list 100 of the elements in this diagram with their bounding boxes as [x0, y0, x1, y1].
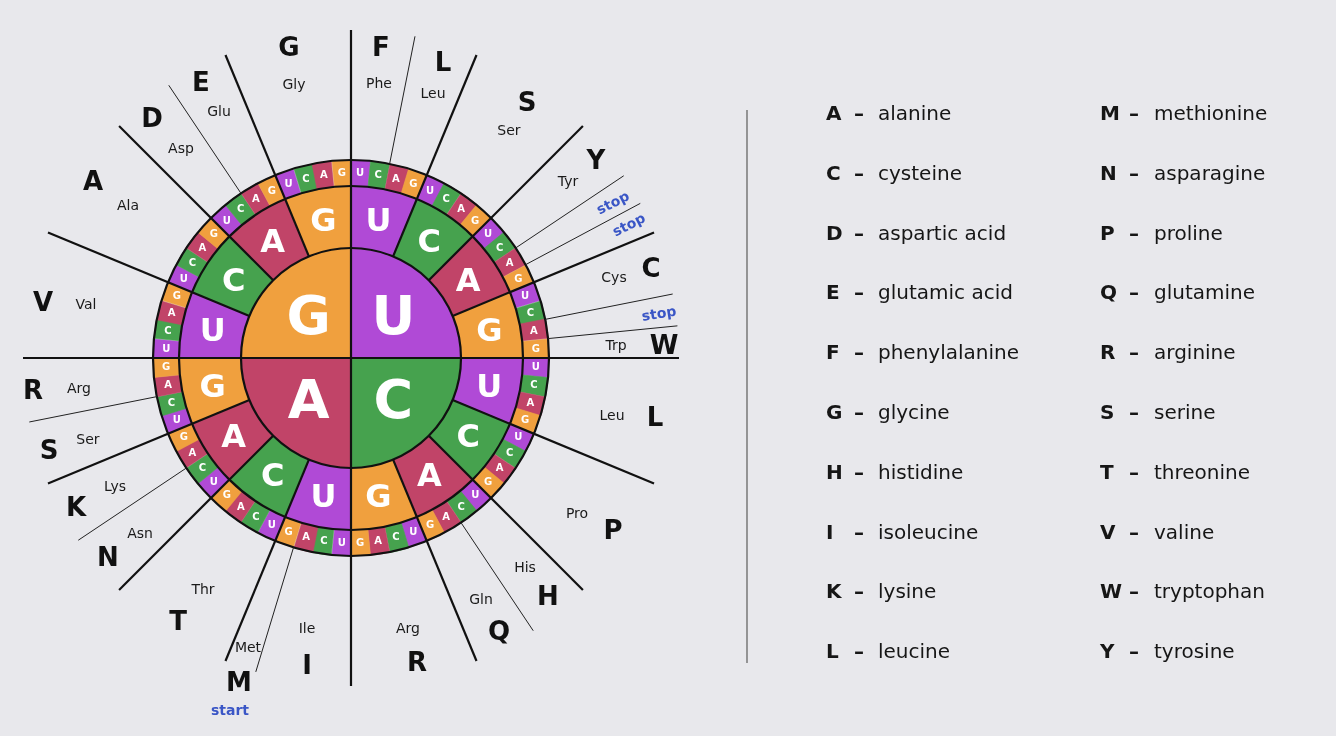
base-letter: A [442, 511, 450, 522]
amino-acid-abbreviation: Leu [599, 408, 625, 424]
key-letter: T [1100, 460, 1114, 483]
base-letter: A [505, 257, 514, 268]
amino-acid-abbreviation: Gly [282, 77, 306, 93]
base-letter: A [236, 501, 245, 512]
key-dash: – [854, 580, 864, 603]
base-letter: U [356, 168, 365, 179]
base-letter: A [526, 397, 535, 408]
key-dash: – [854, 102, 864, 124]
third-base-segment [519, 319, 549, 342]
base-letter: C [374, 170, 382, 180]
amino-acid-abbreviation: Leu [420, 86, 446, 102]
amino-acid-abbreviation: Tyr [557, 174, 579, 190]
base-letter: C [417, 224, 442, 257]
base-letter: U [476, 369, 503, 402]
amino-acid-name: aspartic acid [878, 221, 1007, 244]
key-letter: R [1100, 341, 1116, 364]
amino-acid-name: tryptophan [1154, 580, 1265, 603]
amino-acid-abbreviation: Asp [168, 141, 194, 157]
amino-acid-letter: G [278, 32, 300, 62]
base-letter: A [188, 448, 197, 459]
base-letter: G [425, 520, 435, 531]
amino-acid-letter: D [141, 103, 163, 133]
base-letter: U [284, 178, 293, 189]
base-letter: A [457, 204, 466, 215]
base-letter: U [199, 314, 226, 347]
amino-acid-abbreviation: Glu [207, 104, 231, 120]
amino-acid-name: serine [1154, 401, 1216, 423]
base-letter: U [162, 343, 171, 354]
base-letter: G [267, 185, 276, 196]
key-letter: M [1100, 102, 1120, 124]
base-letter: C [237, 204, 245, 215]
base-letter: C [260, 459, 285, 492]
amino-acid-letter: I [302, 650, 312, 680]
amino-acid-name: alanine [878, 102, 952, 124]
key-dash: – [854, 520, 864, 543]
base-letter: A [530, 325, 538, 336]
amino-acid-abbreviation: Met [234, 640, 262, 656]
amino-acid-abbreviation: Ser [497, 123, 521, 139]
codon-signal-label: start [210, 703, 250, 719]
key-dash: – [1129, 640, 1139, 663]
key-dash: – [854, 161, 864, 184]
key-dash: – [1129, 281, 1139, 304]
second-base-segment [452, 292, 523, 358]
key-letter: I [826, 520, 834, 543]
base-letter: C [373, 373, 414, 428]
base-letter: G [162, 362, 171, 373]
base-letter: G [365, 480, 392, 513]
amino-acid-name: cysteine [878, 161, 962, 184]
base-letter: A [260, 224, 286, 257]
base-letter: U [484, 228, 493, 239]
key-letter: Q [1100, 281, 1117, 304]
amino-acid-name: tyrosine [1154, 640, 1235, 663]
amino-acid-letter: A [82, 166, 104, 196]
amino-acid-letter: M [226, 667, 252, 697]
key-letter: G [826, 401, 843, 423]
key-dash: – [1129, 341, 1139, 364]
base-letter: C [164, 325, 172, 336]
amino-acid-letter: F [372, 32, 390, 62]
amino-acid-letter: L [646, 402, 664, 432]
base-letter: U [409, 527, 418, 538]
base-letter: A [495, 463, 504, 474]
amino-acid-name: phenylalanine [878, 341, 1020, 364]
base-letter: C [495, 242, 504, 253]
base-letter: G [222, 490, 231, 501]
base-letter: C [442, 194, 450, 205]
amino-acid-letter: S [39, 435, 59, 465]
base-letter: U [471, 490, 480, 501]
amino-acid-name: asparagine [1154, 161, 1266, 184]
amino-acid-abbreviation: Lys [103, 479, 127, 495]
key-dash: – [1129, 102, 1139, 124]
base-letter: C [198, 463, 207, 474]
key-dash: – [1129, 161, 1139, 184]
base-letter: C [222, 263, 246, 296]
key-dash: – [854, 401, 864, 423]
amino-acid-name: leucine [878, 640, 951, 663]
amino-acid-name: glutamic acid [878, 281, 1013, 304]
base-letter: G [531, 343, 540, 354]
amino-acid-abbreviation: Val [75, 297, 97, 313]
base-letter: U [310, 480, 337, 513]
key-dash: – [854, 640, 864, 663]
base-letter: C [392, 532, 400, 543]
base-letter: C [457, 501, 465, 512]
base-letter: C [167, 397, 176, 408]
base-letter: G [310, 203, 337, 236]
base-letter: A [164, 380, 172, 391]
third-base-segment [312, 160, 335, 190]
key-letter: H [826, 460, 843, 483]
base-letter: G [471, 215, 480, 226]
amino-acid-abbreviation: Phe [366, 76, 392, 92]
key-dash: – [854, 221, 864, 244]
amino-acid-abbreviation: Cys [601, 270, 627, 286]
amino-acid-name: threonine [1154, 460, 1251, 483]
amino-acid-name: histidine [878, 460, 964, 483]
amino-acid-letter: C [641, 253, 661, 283]
base-letter: U [267, 520, 276, 531]
amino-acid-letter: R [23, 375, 43, 405]
key-dash: – [854, 341, 864, 364]
key-dash: – [854, 460, 864, 483]
